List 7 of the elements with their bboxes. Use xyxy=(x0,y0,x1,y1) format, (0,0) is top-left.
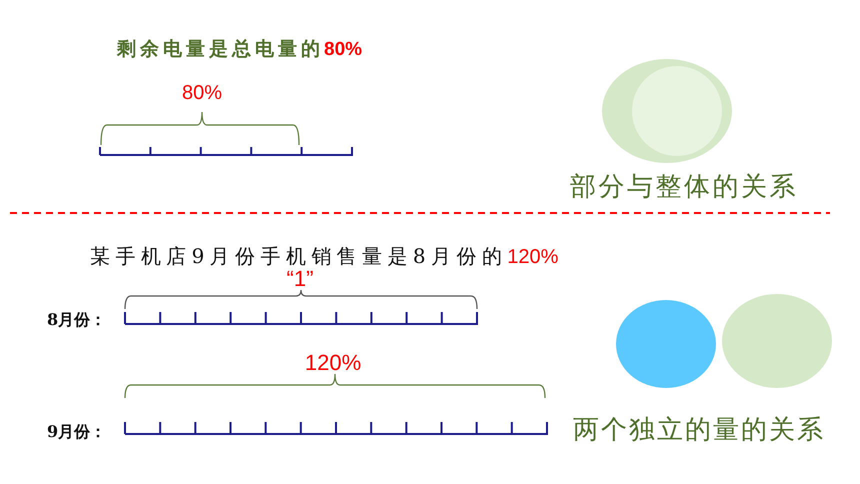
unit-label: “1” xyxy=(286,268,314,290)
relation-caption: 部分与整体的关系 xyxy=(570,174,798,200)
row-label: 8月份： xyxy=(47,312,106,328)
percent-label: 80% xyxy=(182,83,222,103)
row-label: 9月份： xyxy=(47,424,106,440)
relation-caption: 两个独立的量的关系 xyxy=(573,417,825,443)
percent-label: 120% xyxy=(304,352,362,374)
